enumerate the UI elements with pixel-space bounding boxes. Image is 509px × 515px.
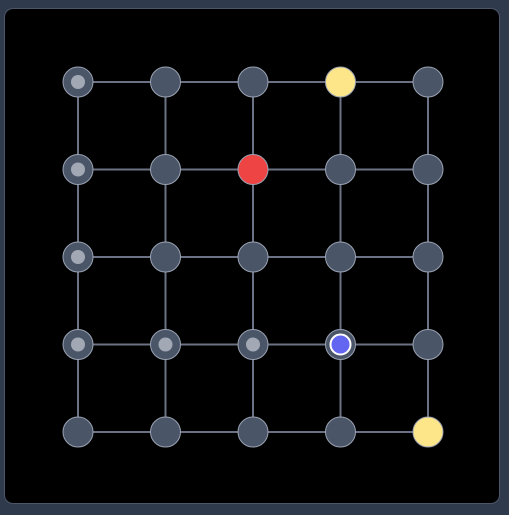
visited-marker — [71, 337, 85, 352]
node-empty-r4-c0[interactable] — [62, 416, 94, 448]
node-visited-r3-c1[interactable] — [150, 329, 181, 360]
node-goal-r0-c3[interactable] — [325, 66, 356, 98]
node-empty-r1-c3[interactable] — [325, 154, 356, 185]
visited-marker — [71, 250, 85, 264]
node-empty-r2-c3[interactable] — [325, 241, 356, 273]
node-empty-r4-c3[interactable] — [325, 416, 356, 448]
node-visited-r1-c0[interactable] — [62, 154, 94, 185]
node-hazard-r1-c2[interactable] — [237, 154, 269, 185]
node-empty-r4-c1[interactable] — [150, 416, 181, 448]
visited-marker — [71, 162, 85, 177]
node-empty-r1-c1[interactable] — [150, 154, 181, 185]
node-visited-r2-c0[interactable] — [62, 241, 94, 273]
node-visited-r0-c0[interactable] — [62, 66, 94, 98]
visited-marker — [71, 75, 85, 89]
game-board — [4, 8, 500, 504]
visited-marker — [158, 337, 173, 352]
node-empty-r1-c4[interactable] — [412, 154, 444, 185]
node-empty-r0-c1[interactable] — [150, 66, 181, 98]
node-empty-r0-c2[interactable] — [237, 66, 269, 98]
node-empty-r0-c4[interactable] — [412, 66, 444, 98]
node-empty-r4-c2[interactable] — [237, 416, 269, 448]
grid-graph — [62, 66, 444, 448]
node-visited-r3-c0[interactable] — [62, 329, 94, 360]
node-player-r3-c3[interactable] — [325, 329, 356, 360]
node-visited-r3-c2[interactable] — [237, 329, 269, 360]
node-empty-r3-c4[interactable] — [412, 329, 444, 360]
node-goal-r4-c4[interactable] — [412, 416, 444, 448]
visited-marker — [246, 337, 260, 352]
grid-nodes — [62, 66, 444, 448]
node-empty-r2-c1[interactable] — [150, 241, 181, 273]
node-empty-r2-c4[interactable] — [412, 241, 444, 273]
node-empty-r2-c2[interactable] — [237, 241, 269, 273]
player-token — [329, 333, 352, 356]
